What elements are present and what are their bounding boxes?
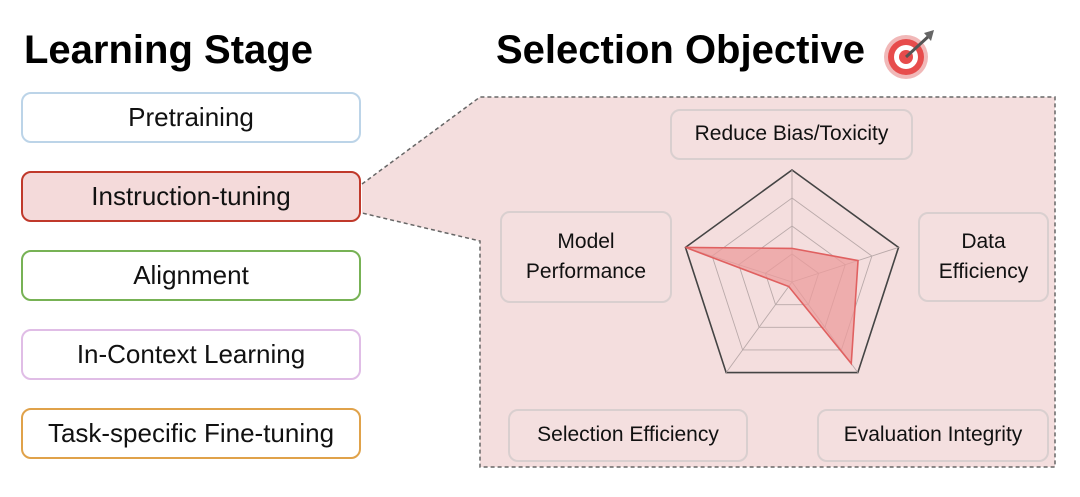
objective-data-efficiency: Data Efficiency xyxy=(918,212,1049,302)
objective-evaluation-integrity: Evaluation Integrity xyxy=(817,409,1049,462)
stage-instruction-tuning[interactable]: Instruction-tuning xyxy=(21,171,361,222)
selection-objective-heading: Selection Objective xyxy=(496,28,866,72)
objective-selection-efficiency: Selection Efficiency xyxy=(508,409,748,462)
radar-grid-ring xyxy=(684,169,900,374)
learning-stage-heading: Learning Stage xyxy=(24,28,313,72)
stage-pretraining[interactable]: Pretraining xyxy=(21,92,361,143)
objective-reduce-bias-toxicity: Reduce Bias/Toxicity xyxy=(670,109,913,160)
objective-panel-border xyxy=(361,96,1056,468)
radar-axis-line xyxy=(725,281,793,373)
radar-data-area xyxy=(685,246,859,366)
target-dart-icon xyxy=(884,30,934,79)
stage-in-context-learning[interactable]: In-Context Learning xyxy=(21,329,361,380)
radar-chart xyxy=(684,169,900,374)
objective-model-performance: Model Performance xyxy=(500,211,672,303)
stage-task-specific-fine-tuning[interactable]: Task-specific Fine-tuning xyxy=(21,408,361,459)
objective-panel xyxy=(362,97,1055,467)
stage-alignment[interactable]: Alignment xyxy=(21,250,361,301)
radar-grid-ring xyxy=(711,197,873,351)
